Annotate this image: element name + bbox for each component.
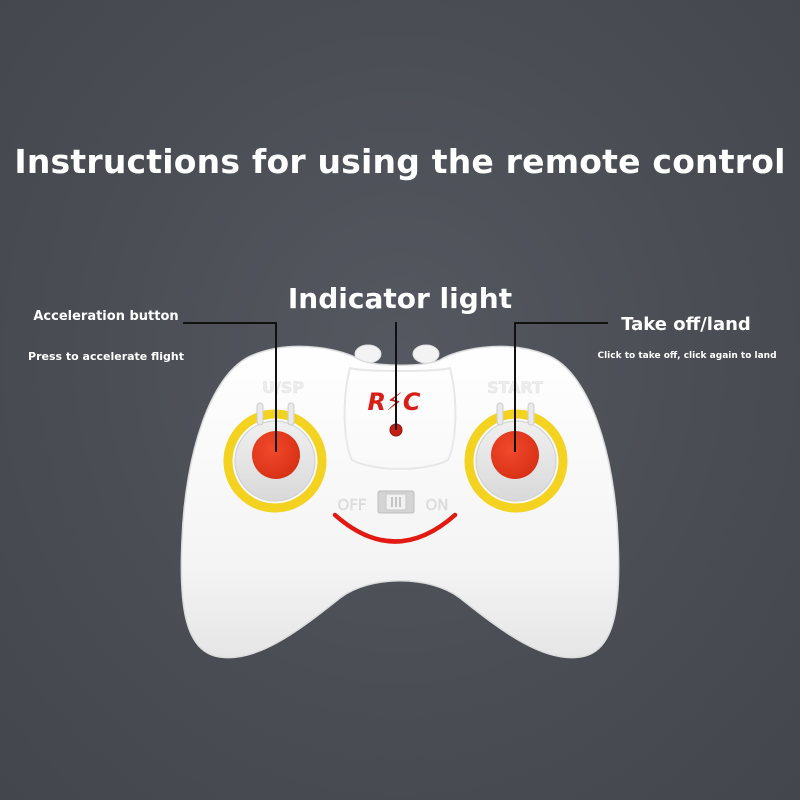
- left-button-caption: U/SP: [262, 378, 304, 397]
- takeoff-land-button[interactable]: [491, 431, 539, 479]
- acceleration-button-description: Press to accelerate flight: [28, 350, 184, 363]
- acceleration-leader-line: [183, 322, 277, 452]
- controller-top-bumps: [354, 344, 440, 364]
- rc-logo: R⚡C: [368, 388, 421, 416]
- indicator-light-label: Indicator light: [287, 282, 513, 315]
- smile-decoration: [332, 512, 458, 544]
- page-title: Instructions for using the remote contro…: [14, 142, 786, 181]
- takeoff-land-label: Take off/land: [621, 314, 751, 335]
- takeoff-leader-line: [514, 322, 608, 452]
- switch-off-label: OFF: [337, 496, 366, 514]
- acceleration-button-label: Acceleration button: [33, 309, 179, 324]
- center-panel: [343, 366, 457, 470]
- leader-lines: [183, 322, 608, 452]
- power-switch[interactable]: [377, 490, 415, 514]
- takeoff-land-description: Click to take off, click again to land: [597, 351, 777, 361]
- acceleration-button[interactable]: [252, 431, 300, 479]
- switch-on-label: ON: [425, 496, 448, 514]
